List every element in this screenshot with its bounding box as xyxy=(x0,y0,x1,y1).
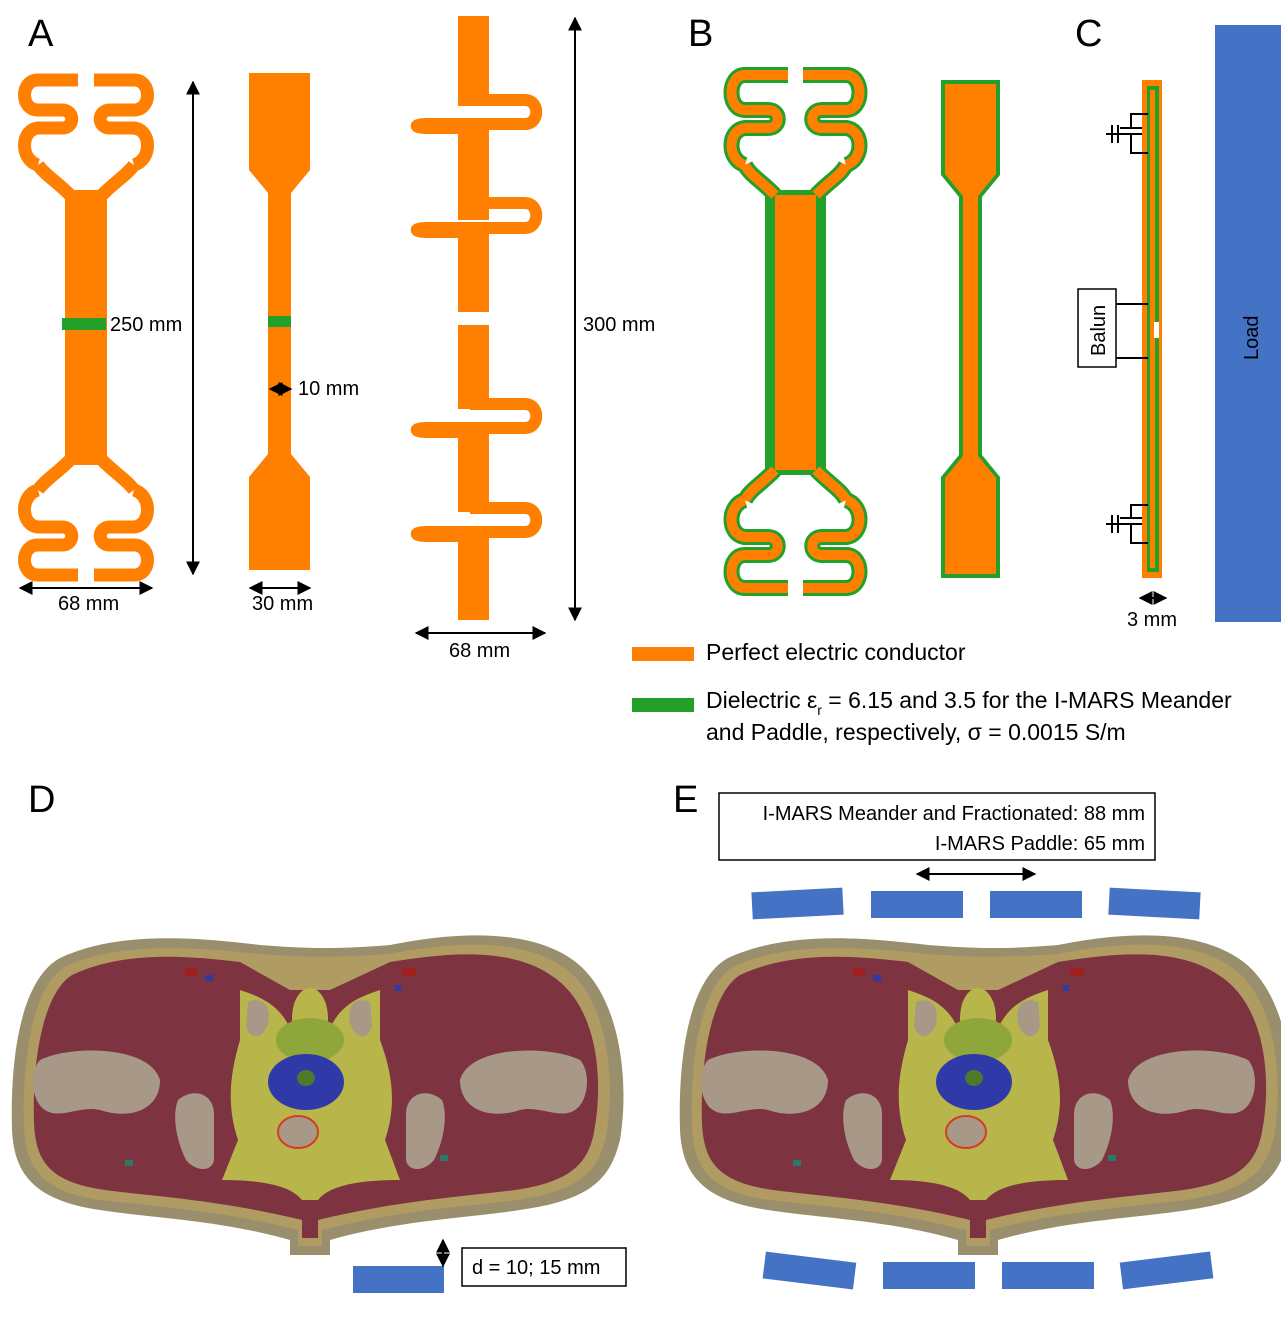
spacing-line1: I-MARS Meander and Fractionated: 88 mm xyxy=(763,803,1145,825)
side-view-dipole xyxy=(1142,80,1162,578)
panel-label-c: C xyxy=(1075,13,1102,55)
dim-300: 300 mm xyxy=(583,314,655,336)
paddle-dipole-b xyxy=(941,80,1000,578)
dim-250: 250 mm xyxy=(110,314,182,336)
legend-conductor: Perfect electric conductor xyxy=(706,639,966,665)
dielectric-gap-meander xyxy=(62,318,106,330)
dielectric-gap-paddle xyxy=(268,316,291,327)
distance-box xyxy=(461,1247,627,1287)
capacitor-bottom xyxy=(1106,504,1148,544)
spacing-box xyxy=(718,792,1156,861)
panel-label-e: E xyxy=(673,779,698,821)
legend-swatch-conductor xyxy=(632,647,694,661)
coil-array-top xyxy=(751,887,1201,920)
capacitor-top xyxy=(1106,113,1148,154)
legend-dielectric-line1: Dielectric εr = 6.15 and 3.5 for the I-M… xyxy=(706,687,1232,718)
dim-3: 3 mm xyxy=(1127,609,1177,631)
panel-label-d: D xyxy=(28,779,55,821)
distance-label: d = 10; 15 mm xyxy=(472,1257,600,1279)
load-label: Load xyxy=(1241,316,1263,361)
legend-dielectric-line2: and Paddle, respectively, σ = 0.0015 S/m xyxy=(706,719,1126,745)
dim-68-a: 68 mm xyxy=(58,593,119,615)
dim-68-b: 68 mm xyxy=(449,640,510,662)
dim-10: 10 mm xyxy=(298,378,359,400)
dim-30: 30 mm xyxy=(252,593,313,615)
legend-swatch-dielectric xyxy=(632,698,694,712)
load-block xyxy=(1215,25,1281,622)
spacing-line2: I-MARS Paddle: 65 mm xyxy=(935,833,1145,855)
fractionated-dipole-a xyxy=(410,16,543,620)
coil-element-d xyxy=(353,1266,444,1293)
panel-label-a: A xyxy=(28,13,54,55)
panel-label-b: B xyxy=(688,13,713,55)
balun-wires xyxy=(1116,303,1148,359)
meander-dipole-b xyxy=(723,67,868,596)
body-cross-section-e xyxy=(679,935,1281,1255)
balun-label: Balun xyxy=(1088,305,1110,356)
body-cross-section-d xyxy=(11,935,624,1255)
balun-box xyxy=(1077,288,1117,368)
coil-array-bottom xyxy=(762,1251,1214,1290)
